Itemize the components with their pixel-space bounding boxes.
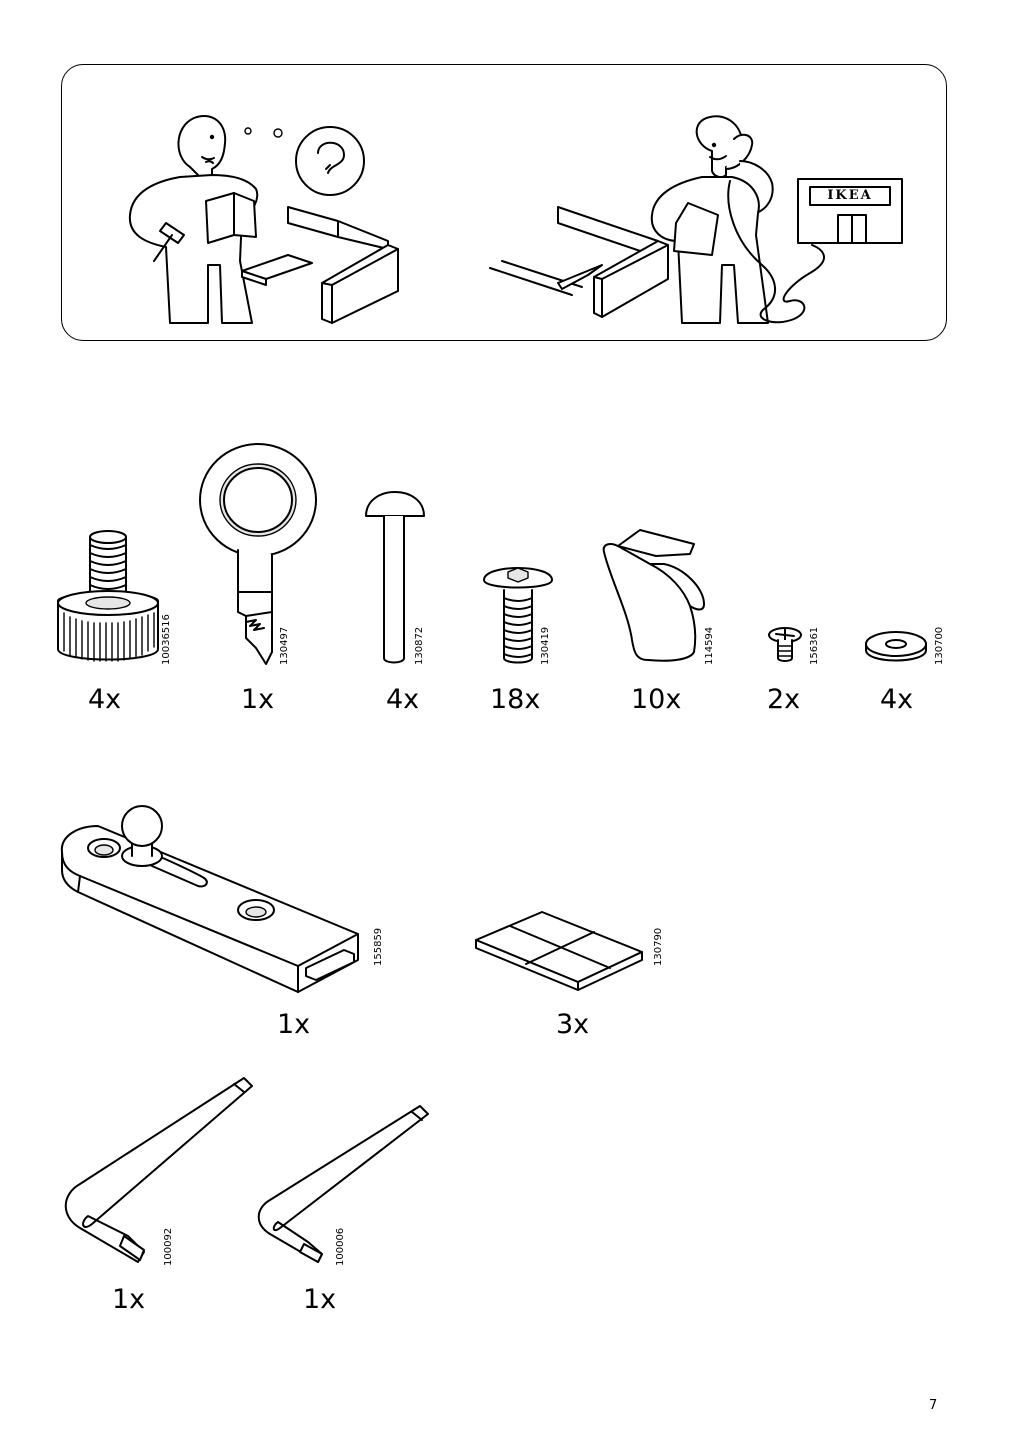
washer-icon: [865, 631, 927, 662]
part-qty-ball-bracket: 1x: [277, 1009, 311, 1040]
part-code-ball-bracket: 155859: [373, 927, 384, 966]
help-banner: IKEA: [61, 64, 947, 341]
part-qty-allen-key-large: 1x: [112, 1284, 146, 1315]
part-qty-felt-pads: 3x: [556, 1009, 590, 1040]
allen-key-large-icon: [64, 1077, 253, 1263]
part-code-allen-key-small: 100006: [335, 1227, 346, 1266]
part-code-felt-pads: 130790: [653, 927, 664, 966]
calling-person-illustration: [489, 115, 903, 324]
ikea-store-sign-text: IKEA: [827, 188, 873, 203]
part-code-small-screw: 156361: [809, 626, 820, 665]
part-qty-spring-clip: 10x: [631, 684, 682, 715]
part-qty-hex-socket-screw: 18x: [490, 684, 541, 715]
part-code-dome-pin: 130872: [414, 626, 425, 665]
part-qty-small-screw: 2x: [767, 684, 801, 715]
part-code-key: 130497: [279, 626, 290, 665]
hex-socket-screw-icon: [483, 567, 553, 664]
part-code-thumb-screw: 10036516: [161, 614, 172, 665]
key-icon: [199, 443, 317, 665]
part-code-hex-socket-screw: 130419: [540, 626, 551, 665]
part-code-spring-clip: 114594: [704, 626, 715, 665]
part-code-washer: 130700: [934, 626, 945, 665]
allen-key-small-icon: [257, 1105, 429, 1263]
part-qty-key: 1x: [241, 684, 275, 715]
part-qty-washer: 4x: [880, 684, 914, 715]
small-screw-icon: [768, 627, 802, 662]
felt-pads-icon: [475, 911, 643, 991]
confused-person-illustration: [128, 115, 399, 324]
ball-bracket-icon: [60, 805, 359, 993]
part-qty-allen-key-small: 1x: [303, 1284, 337, 1315]
part-qty-dome-pin: 4x: [386, 684, 420, 715]
page-number: 7: [929, 1398, 938, 1413]
spring-clip-icon: [602, 529, 705, 662]
part-qty-thumb-screw: 4x: [88, 684, 122, 715]
ikea-store-sign: IKEA: [810, 187, 890, 205]
dome-pin-icon: [365, 491, 425, 664]
part-code-allen-key-large: 100092: [163, 1227, 174, 1266]
thumb-screw-icon: [57, 530, 159, 662]
